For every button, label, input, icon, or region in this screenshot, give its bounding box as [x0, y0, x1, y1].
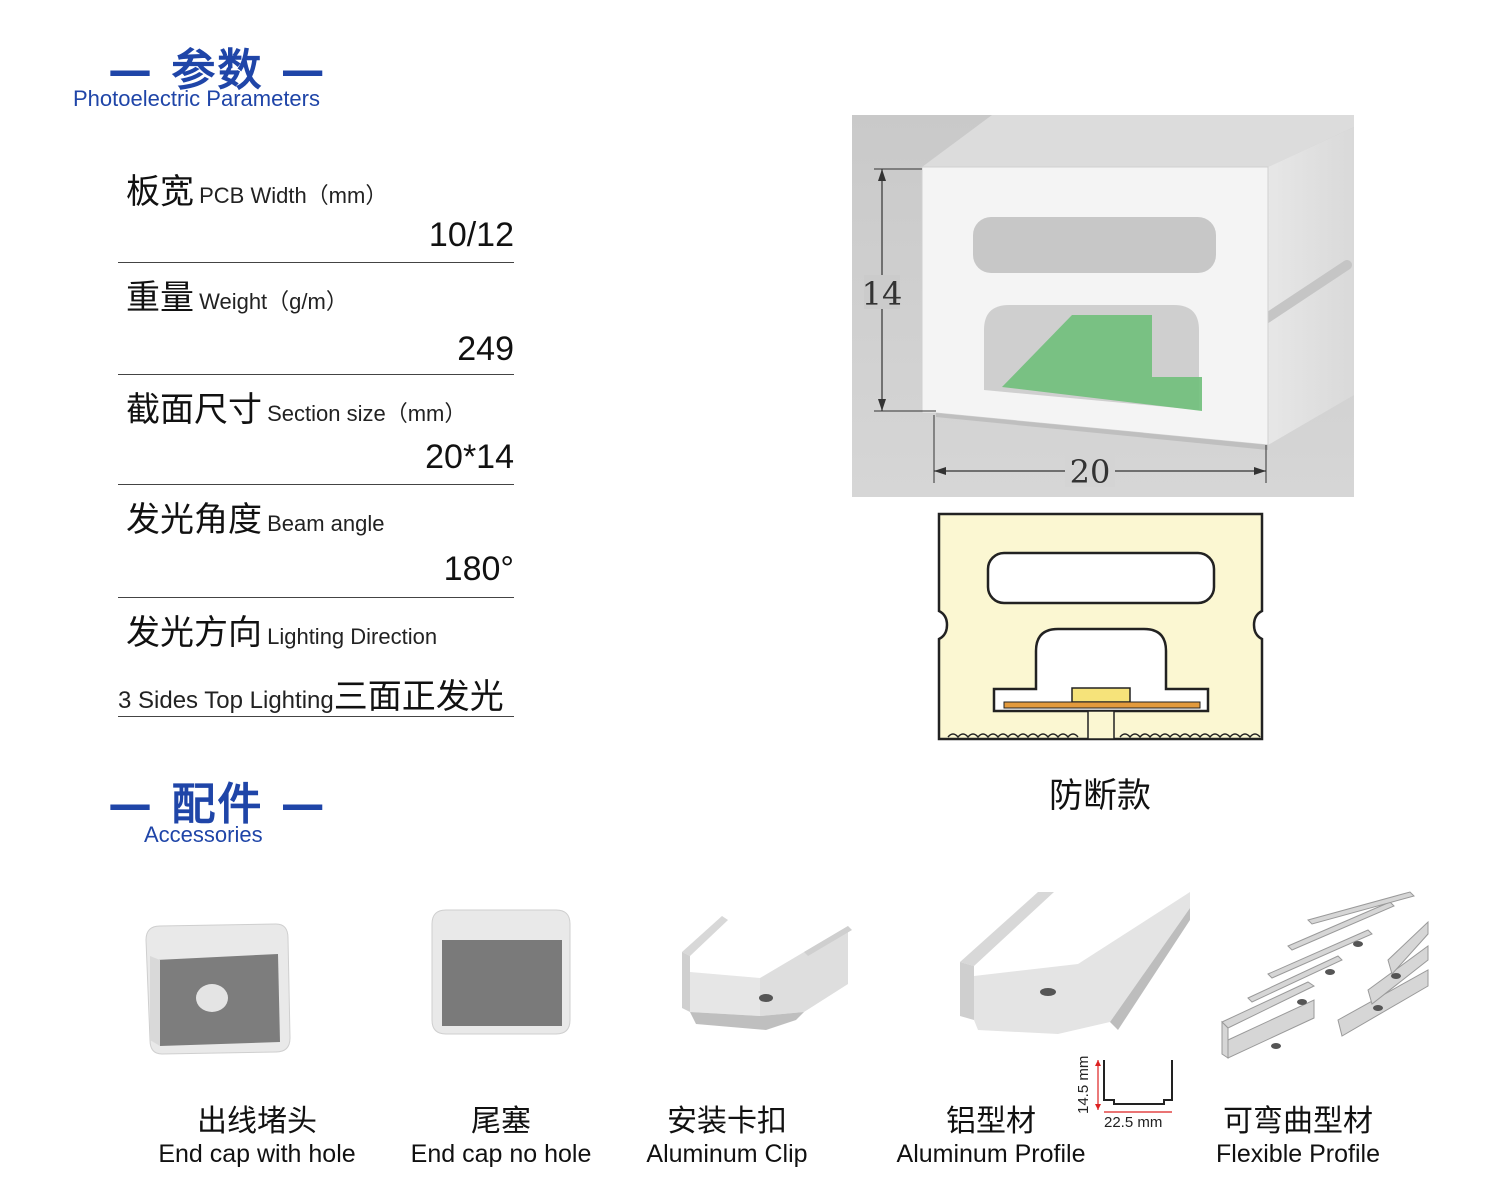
param-label-cn: 板宽 — [126, 172, 194, 212]
width-dim-label: 20 — [1070, 453, 1111, 491]
param-label: 重量 Weight（g/m） — [126, 270, 348, 319]
param-row-section-size: 截面尺寸 Section size（mm） 20*14 — [118, 376, 514, 485]
param-value: 180° — [443, 550, 514, 588]
param-value-cn: 三面正发光 — [333, 677, 504, 717]
accessory-name-en: End cap with hole — [158, 1140, 356, 1168]
param-value-en: 3 Sides Top Lighting — [118, 687, 334, 714]
accessories-title-cn: 配件 — [171, 779, 264, 830]
param-label-en: PCB Width（mm） — [199, 183, 388, 208]
accessory-name-cn: 铝型材 — [946, 1104, 1036, 1139]
accessory-name-cn: 出线堵头 — [197, 1104, 317, 1139]
end-cap-no-hole-icon — [431, 909, 571, 1035]
section-3d-render: 14 20 — [852, 115, 1354, 497]
param-row-pcb-width: 板宽 PCB Width（mm） 10/12 — [118, 158, 514, 263]
params-section-subtitle: Photoelectric Parameters — [73, 86, 320, 111]
accessory-name-en: Aluminum Clip — [646, 1140, 808, 1168]
param-row-lighting-direction: 发光方向 Lighting Direction 3 Sides Top Ligh… — [118, 599, 514, 717]
param-row-beam-angle: 发光角度 Beam angle 180° — [118, 486, 514, 598]
param-value: 20*14 — [425, 438, 514, 476]
param-label: 发光方向 Lighting Direction — [126, 605, 437, 654]
title-dash-right: — — [263, 45, 327, 96]
cross-section-drawing — [937, 512, 1264, 741]
profile-dimension-sketch: 14.5 mm 22.5 mm — [1075, 1056, 1173, 1131]
aluminum-clip-icon — [682, 916, 852, 1030]
aluminum-profile-icon — [960, 892, 1190, 1034]
title-dash-right: — — [263, 779, 327, 830]
params-section-title: — 参数 — — [108, 34, 327, 98]
end-cap-with-hole-icon — [145, 923, 291, 1055]
profile-width-label: 22.5 mm — [1104, 1114, 1162, 1131]
param-label-cn: 发光角度 — [126, 500, 262, 540]
title-dash-left: — — [108, 45, 172, 96]
height-dim-label: 14 — [862, 275, 903, 313]
accessories-section-title: — 配件 — — [108, 768, 327, 832]
param-value: 10/12 — [428, 216, 514, 254]
param-label-en: Section size（mm） — [267, 401, 467, 426]
param-label-en: Beam angle — [267, 511, 385, 536]
accessory-name-en: Flexible Profile — [1216, 1140, 1380, 1168]
param-label: 发光角度 Beam angle — [126, 492, 385, 541]
accessory-name-en: End cap no hole — [410, 1140, 592, 1168]
param-label: 截面尺寸 Section size（mm） — [126, 382, 466, 431]
accessory-name-en: Aluminum Profile — [896, 1140, 1086, 1168]
params-title-cn: 参数 — [171, 45, 264, 96]
accessory-name-cn: 安装卡扣 — [667, 1104, 787, 1139]
accessory-name-cn: 尾塞 — [471, 1104, 531, 1139]
title-dash-left: — — [108, 779, 172, 830]
accessories-section-subtitle: Accessories — [144, 822, 263, 847]
param-row-weight: 重量 Weight（g/m） 249 — [118, 264, 514, 375]
param-label-cn: 重量 — [126, 278, 194, 318]
param-value: 249 — [457, 330, 514, 368]
param-label-cn: 发光方向 — [126, 613, 262, 653]
param-label-en: Weight（g/m） — [199, 289, 348, 314]
param-label-cn: 截面尺寸 — [126, 390, 262, 430]
section-caption: 防断款 — [1049, 776, 1151, 816]
param-label: 板宽 PCB Width（mm） — [126, 164, 387, 213]
flexible-profile-icon — [1221, 891, 1429, 1059]
profile-height-label: 14.5 mm — [1075, 1056, 1092, 1114]
accessory-name-cn: 可弯曲型材 — [1223, 1104, 1373, 1139]
param-label-en: Lighting Direction — [267, 624, 438, 649]
param-value-lighting: 3 Sides Top Lighting三面正发光 — [118, 669, 504, 718]
